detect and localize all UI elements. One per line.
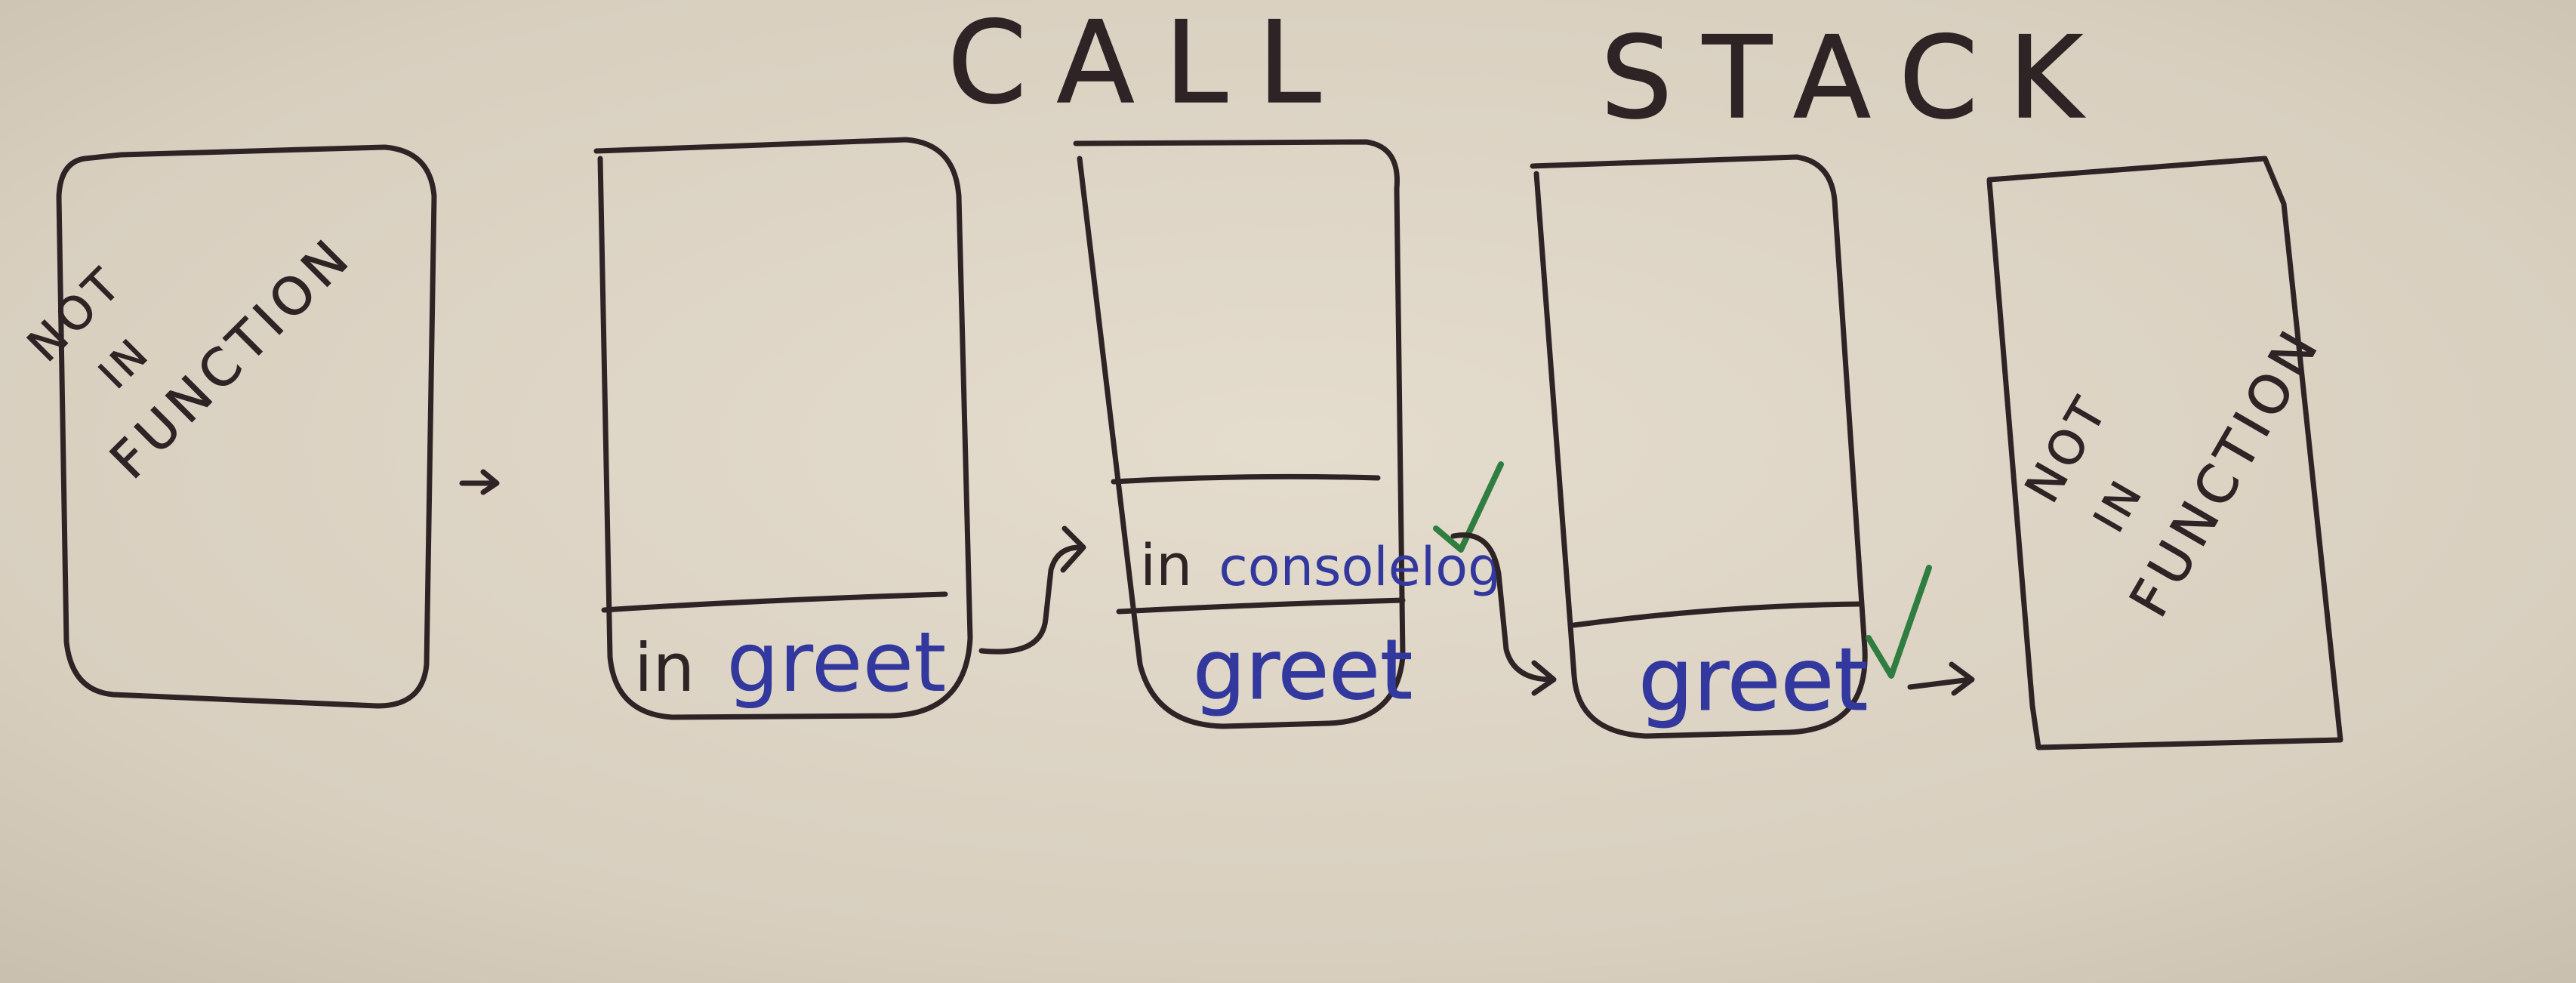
frame-prefix: in — [1140, 532, 1192, 599]
checkmark-icon — [1866, 565, 1932, 679]
frame-divider — [601, 591, 948, 613]
stack-container — [593, 137, 973, 720]
stack-container — [1530, 154, 1868, 739]
frame-greet: greet — [1193, 621, 1413, 718]
call-stack-consolelog: in consolelog greet — [1073, 139, 1502, 729]
frame-name: greet — [726, 614, 946, 710]
frame-greet: greet — [1638, 630, 1868, 731]
arrow-4-icon — [1907, 661, 1975, 696]
arrow-1-icon — [459, 469, 500, 495]
call-stack-greet: in greet — [593, 137, 973, 720]
frame-greet: in greet — [634, 614, 946, 710]
stack-container — [1986, 156, 2343, 750]
title-word-stack: STACK — [1601, 13, 2112, 144]
frame-prefix: in — [634, 629, 695, 707]
title: CALL STACK — [947, 0, 2112, 145]
frame-divider — [1571, 601, 1864, 628]
arrow-3-icon — [1450, 532, 1557, 696]
frame-divider-bottom — [1116, 597, 1406, 615]
arrow-2-icon — [978, 525, 1086, 655]
title-word-call: CALL — [948, 0, 1351, 129]
checkmark-icon — [1433, 461, 1504, 553]
stack-container — [1073, 139, 1406, 729]
frame-divider-top — [1111, 473, 1381, 485]
stack-container — [56, 144, 437, 709]
call-stack-greet-after: greet — [1530, 154, 1869, 739]
